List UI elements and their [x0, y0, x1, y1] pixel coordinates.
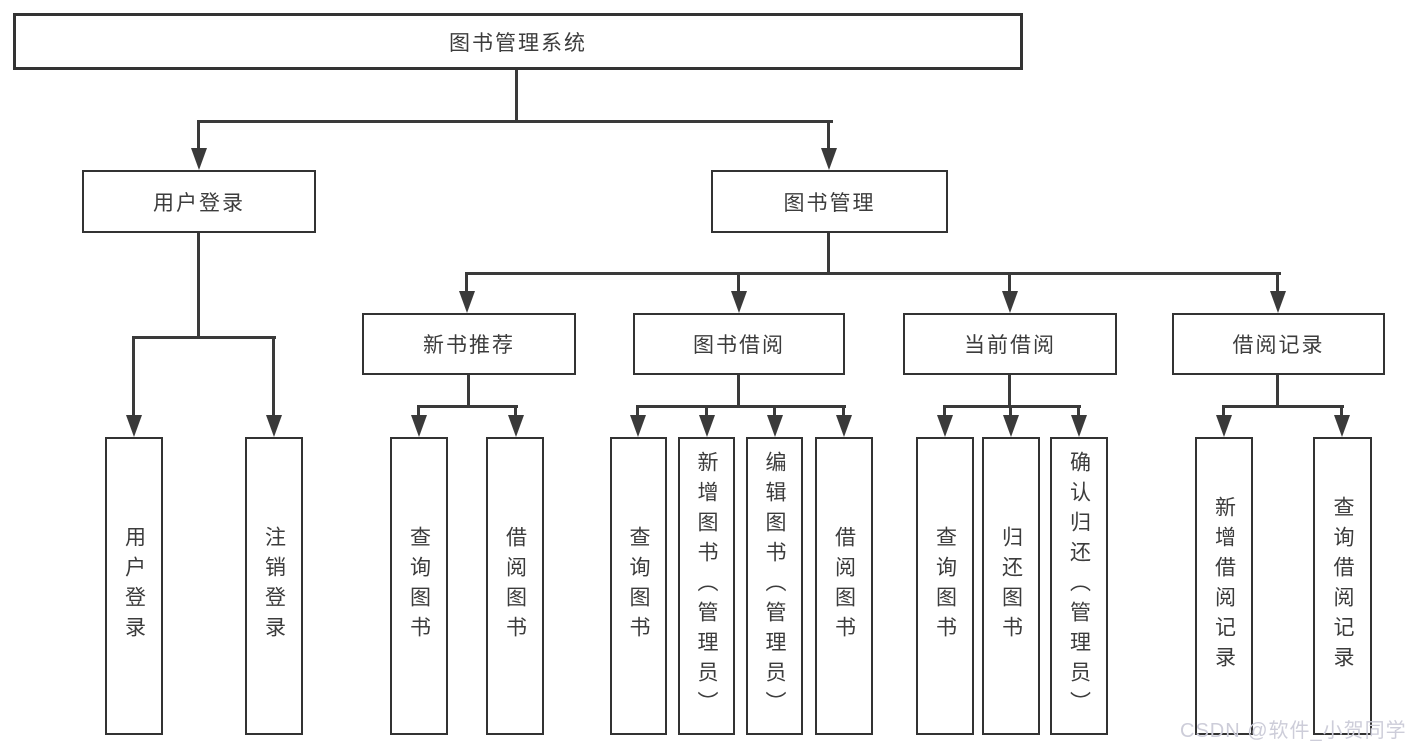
node-book-management: 图书管理 [711, 170, 948, 233]
arrow-down-icon [1002, 291, 1018, 313]
leaf-borrow-books-recommend: 借阅图书 [486, 437, 544, 735]
csdn-watermark: CSDN @软件_小贺同学 [1180, 720, 1405, 742]
leaf-query-books-current: 查询图书 [916, 437, 974, 735]
node-book-management-label: 图书管理 [783, 191, 876, 215]
arrow-down-icon [937, 415, 953, 437]
connector-line [132, 336, 276, 339]
node-new-book-recommend-label: 新书推荐 [423, 334, 515, 357]
node-current-borrowing-label: 当前借阅 [964, 334, 1056, 357]
leaf-add-books-admin: 新增图书（管理员） [678, 437, 735, 735]
leaf-borrow-books-recommend-label: 借阅图书 [503, 526, 527, 646]
connector-line [417, 405, 420, 415]
connector-line [636, 405, 846, 408]
connector-line [197, 233, 200, 336]
connector-line [827, 120, 830, 150]
leaf-confirm-return-admin: 确认归还（管理员） [1050, 437, 1108, 735]
connector-line [1276, 375, 1279, 405]
connector-line [514, 405, 517, 415]
node-user-login-label: 用户登录 [153, 191, 245, 215]
arrow-down-icon [1334, 415, 1350, 437]
leaf-logout: 注销登录 [245, 437, 303, 735]
connector-line [1009, 405, 1012, 415]
leaf-query-books-borrowing-label: 查询图书 [627, 526, 650, 646]
arrow-down-icon [1071, 415, 1087, 437]
leaf-query-borrow-record-label: 查询借阅记录 [1331, 496, 1354, 676]
leaf-logout-label: 注销登录 [262, 526, 286, 646]
arrow-down-icon [1216, 415, 1232, 437]
connector-line [197, 120, 200, 150]
node-library-system-label: 图书管理系统 [449, 31, 587, 55]
leaf-user-login-label: 用户登录 [122, 526, 146, 646]
connector-line [943, 405, 946, 415]
connector-line [1276, 272, 1279, 291]
connector-line [132, 336, 135, 415]
node-borrow-records-label: 借阅记录 [1232, 334, 1325, 357]
leaf-add-borrow-record-label: 新增借阅记录 [1212, 496, 1236, 676]
leaf-edit-books-admin-label: 编辑图书（管理员） [763, 451, 786, 721]
arrow-down-icon [630, 415, 646, 437]
connector-line [1340, 405, 1343, 415]
leaf-add-books-admin-label: 新增图书（管理员） [695, 451, 718, 721]
arrow-down-icon [191, 148, 207, 170]
connector-line [705, 405, 708, 415]
connector-line [737, 375, 740, 405]
arrow-down-icon [699, 415, 715, 437]
node-user-login: 用户登录 [82, 170, 316, 233]
arrow-down-icon [731, 291, 747, 313]
arrow-down-icon [1003, 415, 1019, 437]
connector-line [943, 405, 1081, 408]
leaf-borrow-books-borrowing: 借阅图书 [815, 437, 873, 735]
connector-line [417, 405, 518, 408]
leaf-query-borrow-record: 查询借阅记录 [1313, 437, 1372, 735]
leaf-query-books-current-label: 查询图书 [933, 526, 957, 646]
leaf-confirm-return-admin-label: 确认归还（管理员） [1067, 451, 1091, 721]
node-book-borrowing: 图书借阅 [633, 313, 845, 375]
connector-line [272, 336, 275, 415]
leaf-query-books-borrowing: 查询图书 [610, 437, 667, 735]
connector-line [467, 375, 470, 405]
connector-line [1008, 272, 1011, 291]
connector-line [1222, 405, 1344, 408]
leaf-query-books-recommend: 查询图书 [390, 437, 448, 735]
leaf-user-login: 用户登录 [105, 437, 163, 735]
arrow-down-icon [1270, 291, 1286, 313]
connector-line [636, 405, 639, 415]
leaf-borrow-books-borrowing-label: 借阅图书 [832, 526, 856, 646]
arrow-down-icon [836, 415, 852, 437]
connector-line [1077, 405, 1080, 415]
node-book-borrowing-label: 图书借阅 [693, 334, 785, 357]
leaf-query-books-recommend-label: 查询图书 [407, 526, 431, 646]
arrow-down-icon [126, 415, 142, 437]
connector-line [465, 272, 468, 291]
node-borrow-records: 借阅记录 [1172, 313, 1385, 375]
connector-line [515, 70, 518, 120]
node-current-borrowing: 当前借阅 [903, 313, 1117, 375]
leaf-edit-books-admin: 编辑图书（管理员） [746, 437, 803, 735]
arrow-down-icon [821, 148, 837, 170]
node-library-system: 图书管理系统 [13, 13, 1023, 70]
arrow-down-icon [767, 415, 783, 437]
connector-line [737, 272, 740, 291]
arrow-down-icon [459, 291, 475, 313]
leaf-add-borrow-record: 新增借阅记录 [1195, 437, 1253, 735]
connector-line [773, 405, 776, 415]
leaf-return-books: 归还图书 [982, 437, 1040, 735]
connector-line [1008, 375, 1011, 405]
connector-line [827, 233, 830, 272]
connector-line [465, 272, 1281, 275]
connector-line [197, 120, 833, 123]
arrow-down-icon [411, 415, 427, 437]
connector-line [1222, 405, 1225, 415]
leaf-return-books-label: 归还图书 [999, 526, 1023, 646]
arrow-down-icon [266, 415, 282, 437]
node-new-book-recommend: 新书推荐 [362, 313, 576, 375]
connector-line [842, 405, 845, 415]
arrow-down-icon [508, 415, 524, 437]
